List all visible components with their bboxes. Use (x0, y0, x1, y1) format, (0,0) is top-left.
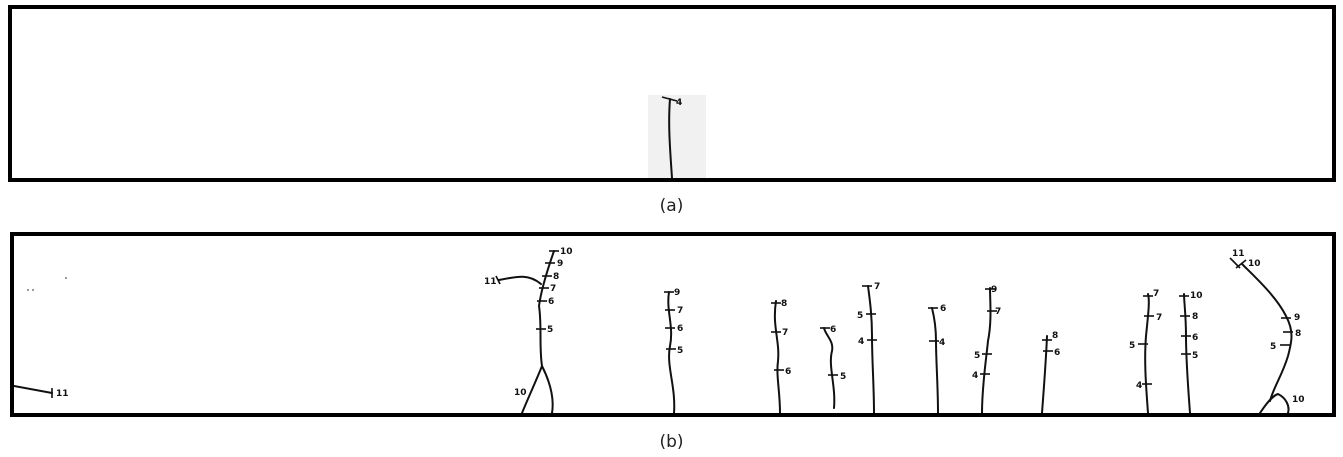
plant-2-label-10: 10 (560, 247, 573, 257)
plant-12-label-11: 11 (1232, 249, 1245, 259)
panel-a-node-label: 4 (676, 98, 682, 108)
plant-4-label-8: 8 (781, 299, 787, 309)
plant-11: 10 8 6 5 (1179, 291, 1203, 413)
plant-1-label: 11 (56, 389, 69, 399)
plant-4: 8 7 6 (771, 299, 791, 413)
panel-b-drawing: 11 11 10 9 8 7 6 5 10 9 (14, 247, 1305, 413)
plant-12-label-8: 8 (1295, 329, 1301, 339)
plant-10-stem (1144, 293, 1150, 413)
plant-3-label-9: 9 (674, 288, 680, 298)
plant-12-label-9: 9 (1294, 313, 1300, 323)
plant-2-label-7: 7 (550, 284, 556, 294)
plant-2-label-6: 6 (548, 297, 554, 307)
plant-2-tick-11 (495, 275, 501, 285)
plant-2-label-root: 10 (514, 388, 527, 398)
panel-a-plant-stem (668, 98, 673, 178)
plant-7-stem (931, 307, 939, 413)
plant-8-label-5: 5 (974, 351, 980, 361)
plant-5-stem (823, 327, 836, 409)
plant-11-label-5: 5 (1192, 351, 1198, 361)
plant-4-label-7: 7 (782, 328, 788, 338)
plant-1-stem (14, 385, 53, 394)
plant-6-label-4: 4 (858, 337, 864, 347)
plant-6: 7 5 4 (857, 282, 880, 413)
plant-4-label-6: 6 (785, 367, 791, 377)
plant-6-stem (867, 285, 875, 413)
plant-7: 6 4 (928, 304, 946, 413)
plant-3-stem (667, 291, 676, 413)
plant-2-label-11: 11 (484, 277, 497, 287)
plant-10-label-7: 7 (1156, 313, 1162, 323)
plant-7-label-4: 4 (939, 338, 945, 348)
plant-3-label-7: 7 (677, 306, 683, 316)
plant-12-stem (1241, 263, 1293, 402)
plant-7-label-6: 6 (940, 304, 946, 314)
plant-6-label-7: 7 (874, 282, 880, 292)
plant-10: 7 7 5 4 (1129, 289, 1162, 413)
panel-b-caption: (b) (659, 432, 684, 452)
plant-9-label-8: 8 (1052, 331, 1058, 341)
plant-8-label-9: 9 (991, 285, 997, 295)
plant-8-label-7: 7 (995, 307, 1001, 317)
panel-a-node-tick (661, 96, 678, 102)
plant-12-label-10: 10 (1248, 259, 1261, 269)
plant-5: 6 5 (820, 325, 846, 409)
plant-3-label-6: 6 (677, 324, 683, 334)
plant-6-label-5: 5 (857, 311, 863, 321)
plant-5-label-6: 6 (830, 325, 836, 335)
plant-2-label-8: 8 (553, 272, 559, 282)
plant-2-roots (521, 365, 554, 413)
plant-12: 11 10 9 8 5 10 (1229, 249, 1305, 413)
plant-2-label-9: 9 (557, 259, 563, 269)
panel-b-frame: 11 11 10 9 8 7 6 5 10 9 (10, 232, 1336, 417)
plant-2-stem (538, 250, 555, 367)
plant-11-label-10: 10 (1190, 291, 1203, 301)
plant-9-label-6: 6 (1054, 348, 1060, 358)
panel-a-photo-background (648, 95, 706, 178)
plant-9: 8 6 (1041, 331, 1060, 413)
panel-a-drawing: 4 (648, 95, 706, 178)
plant-4-stem (773, 300, 781, 413)
plant-2: 11 10 9 8 7 6 5 10 (484, 247, 573, 413)
plant-3: 9 7 6 5 (664, 288, 683, 413)
plant-12-label-root: 10 (1292, 395, 1305, 405)
panel-a-caption: (a) (659, 196, 684, 216)
plant-12-label-5: 5 (1270, 342, 1276, 352)
plant-11-label-8: 8 (1192, 312, 1198, 322)
plant-3-label-5: 5 (677, 346, 683, 356)
plant-10-label-top: 7 (1153, 289, 1159, 299)
plant-2-label-5: 5 (547, 325, 553, 335)
plant-8-label-4: 4 (972, 371, 978, 381)
plant-8-stem (981, 287, 992, 413)
plant-9-stem (1041, 335, 1048, 413)
plant-12-roots (1259, 393, 1290, 413)
speck (65, 277, 67, 279)
plant-10-label-4: 4 (1136, 381, 1142, 391)
plant-10-label-5: 5 (1129, 341, 1135, 351)
speck (32, 289, 34, 291)
plant-2-branch (498, 275, 542, 285)
plant-5-label-5: 5 (840, 372, 846, 382)
plant-1: 11 (14, 385, 69, 399)
plant-12-tick-10 (1235, 259, 1247, 269)
plant-8: 9 7 5 4 (972, 285, 1001, 413)
speck (27, 289, 29, 291)
plant-11-label-6: 6 (1192, 333, 1198, 343)
panel-a-frame: 4 (8, 5, 1336, 182)
